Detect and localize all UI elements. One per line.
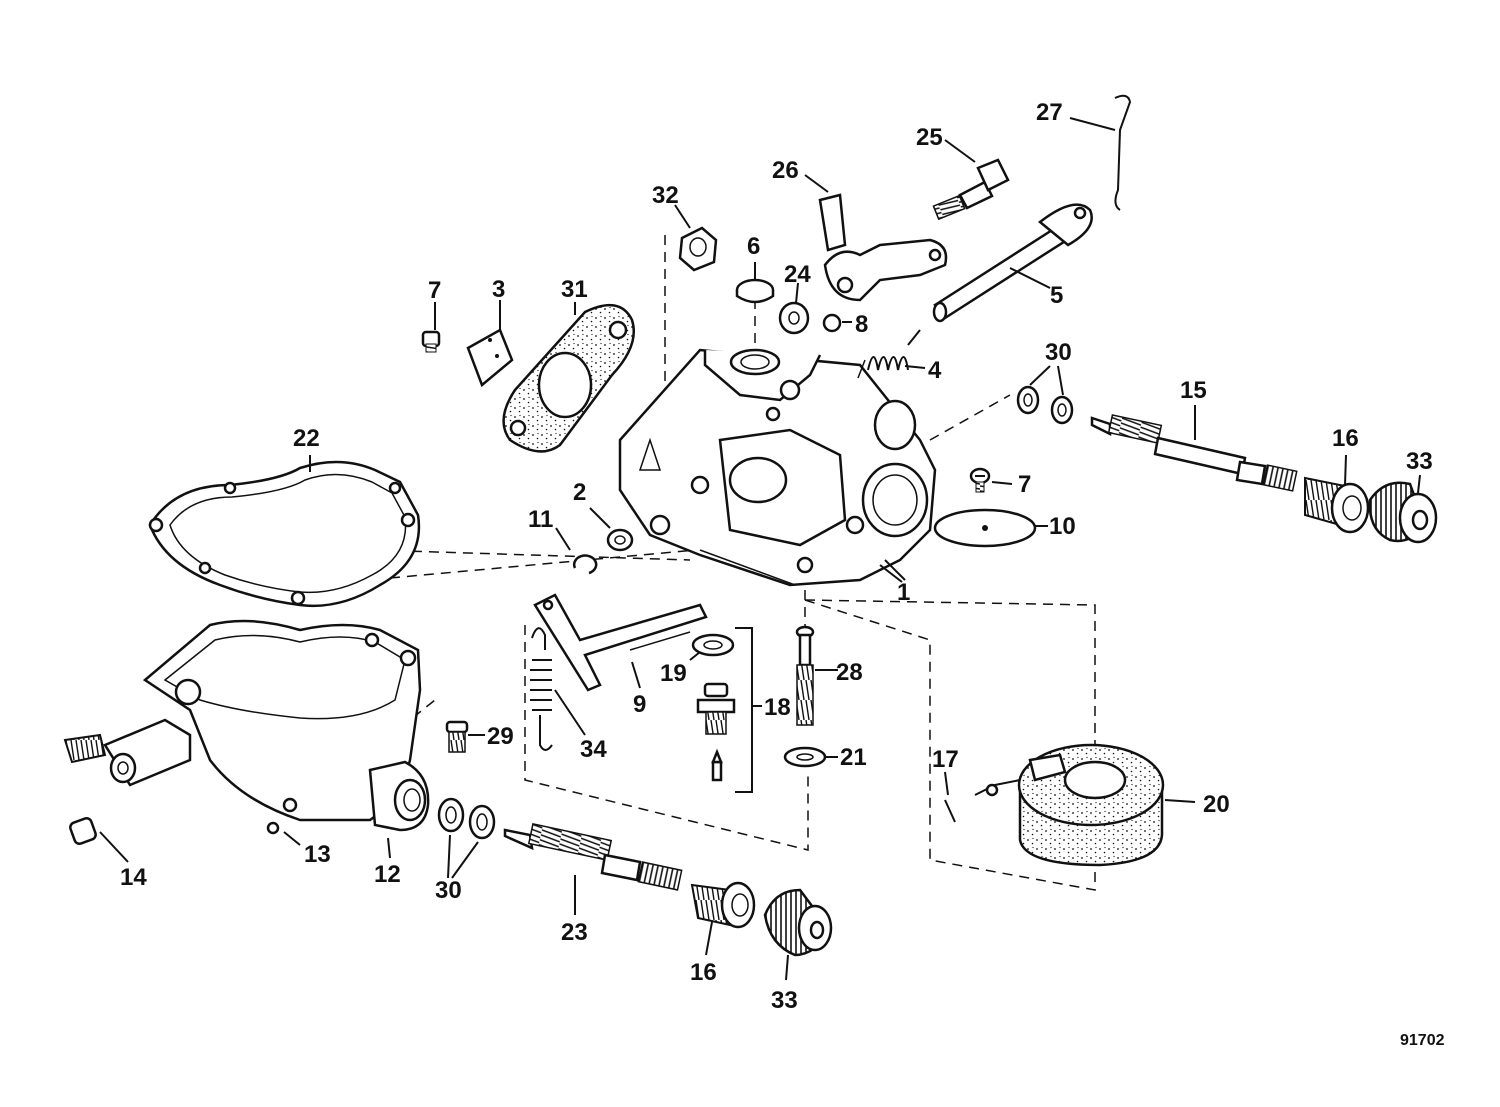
callout-label: 27 [1036, 99, 1063, 126]
callout-label: 20 [1203, 791, 1230, 818]
callout-label: 26 [772, 157, 799, 184]
callout-label: 25 [916, 124, 943, 151]
needle-valve-part-23 [503, 823, 683, 915]
callout-label: 9 [633, 691, 646, 718]
callout-labels: 1 2 3 4 5 6 7 7 8 9 10 11 12 13 14 15 16… [120, 99, 1433, 1014]
callout-label: 7 [428, 277, 441, 304]
callout-label: 8 [855, 311, 868, 338]
callout-label: 33 [771, 987, 798, 1014]
callout-label: 5 [1050, 282, 1063, 309]
link-rod-part-27 [1069, 94, 1132, 211]
callout-label: 21 [840, 744, 867, 771]
washers-part-30-lower [437, 797, 496, 879]
knob-part-33-upper [1368, 474, 1438, 544]
callout-label: 10 [1049, 513, 1076, 540]
nut-part-32 [674, 204, 718, 272]
pin-part-17 [944, 771, 956, 823]
screw-part-7-left [421, 302, 441, 353]
float-bowl-part-12 [63, 619, 430, 859]
screw-part-29 [445, 720, 485, 753]
ball-part-8 [822, 313, 852, 333]
callout-label: 16 [1332, 425, 1359, 452]
jet-part-28 [795, 625, 838, 726]
callout-label: 13 [304, 841, 331, 868]
needle-valve-part-15 [1090, 405, 1298, 492]
callout-label: 34 [580, 736, 607, 763]
throttle-plate-part-3 [466, 300, 514, 388]
callout-label: 16 [690, 959, 717, 986]
callout-label: 30 [435, 877, 462, 904]
knob-part-33-lower [763, 888, 833, 981]
disc-part-10 [933, 508, 1048, 548]
lever-part-26 [804, 174, 948, 302]
callout-label: 29 [487, 723, 514, 750]
spring-part-34 [530, 627, 586, 751]
screw-part-7-right [969, 467, 1013, 493]
float-part-20 [974, 743, 1196, 867]
callout-label: 14 [120, 864, 147, 891]
callout-label: 4 [928, 357, 942, 384]
lock-washer-part-11 [555, 527, 598, 575]
callout-label: 31 [561, 276, 588, 303]
plug-part-6 [735, 262, 775, 304]
throttle-shaft-part-5 [932, 203, 1093, 323]
callout-label: 6 [747, 233, 760, 260]
callout-label: 24 [784, 261, 811, 288]
washer-part-21 [783, 746, 838, 768]
spring-part-4 [857, 329, 926, 379]
callout-label: 28 [836, 659, 863, 686]
callout-label: 19 [660, 660, 687, 687]
washer-part-19 [689, 633, 735, 661]
callout-label: 17 [932, 746, 959, 773]
gasket-part-22 [148, 455, 421, 608]
callout-label: 33 [1406, 448, 1433, 475]
washer-part-2 [589, 507, 634, 552]
callout-label: 23 [561, 919, 588, 946]
callout-label: 18 [764, 694, 791, 721]
body-leader [879, 564, 903, 583]
callout-label: 32 [652, 182, 679, 209]
callout-label: 2 [573, 479, 586, 506]
callout-label: 12 [374, 861, 401, 888]
washer-part-24 [778, 282, 810, 335]
callout-label: 3 [492, 276, 505, 303]
callout-label: 7 [1018, 471, 1031, 498]
callout-label: 22 [293, 425, 320, 452]
packing-nut-part-16-lower [690, 881, 756, 956]
ball-part-13 [266, 821, 301, 846]
washers-part-30-right [1016, 365, 1074, 425]
carburetor-body [618, 348, 937, 587]
plug-part-14 [69, 817, 129, 863]
callout-label: 1 [897, 579, 910, 606]
float-arm-part-9 [533, 593, 708, 692]
callout-label: 15 [1180, 377, 1207, 404]
packing-nut-part-16-upper [1304, 454, 1370, 534]
gasket-part-31 [502, 302, 636, 453]
callout-label: 11 [528, 506, 553, 533]
reference-number: 91702 [1400, 1032, 1445, 1049]
callout-label: 30 [1045, 339, 1072, 366]
screw-part-25 [932, 139, 1010, 221]
needle-seat-part-18 [696, 627, 762, 793]
